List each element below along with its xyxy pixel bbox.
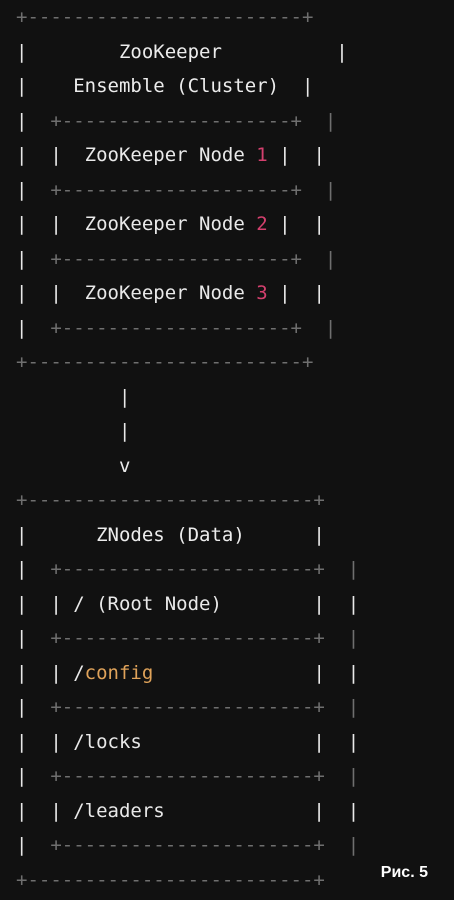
znode-border: | +----------------------+ | — [16, 696, 360, 718]
node-border: | +--------------------+ | — [16, 247, 337, 270]
znode-root: / (Root Node) — [73, 592, 222, 615]
ensemble-title-line2: Ensemble (Cluster) — [73, 75, 280, 97]
node-border: | +--------------------+ | — [16, 316, 337, 339]
znode-row-config: | | /config | | — [16, 661, 360, 684]
znode-config: config — [84, 661, 154, 684]
arrow-head: v — [118, 454, 131, 477]
node-number-2: 2 — [256, 213, 268, 235]
znode-border: | +----------------------+ | — [16, 765, 360, 787]
node-row-1: | | ZooKeeper Node 1 | | — [16, 144, 325, 166]
znodes-border-bottom: +-------------------------+ — [16, 868, 325, 891]
node-number-1: 1 — [256, 144, 268, 166]
znode-border: | +----------------------+ | — [16, 834, 360, 856]
node-border: | +--------------------+ | — [16, 178, 337, 201]
znode-row-locks: | | /locks | | — [16, 730, 360, 753]
node-label: ZooKeeper Node — [84, 144, 245, 166]
znode-border: | +----------------------+ | — [16, 558, 360, 580]
node-border: | +--------------------+ | — [16, 109, 337, 132]
znodes-title-row: | ZNodes (Data) | — [16, 523, 325, 546]
ensemble-border-bottom: +------------------------+ — [16, 351, 314, 373]
node-number-3: 3 — [256, 282, 268, 304]
znode-locks: /locks — [73, 730, 142, 753]
znode-row-root: | | / (Root Node) | | — [16, 592, 360, 615]
ensemble-border-top: +------------------------+ — [16, 6, 314, 28]
znode-border: | +----------------------+ | — [16, 627, 360, 649]
znode-leaders: /leaders — [73, 799, 165, 822]
znodes-border-top: +-------------------------+ — [16, 489, 325, 511]
znodes-title: ZNodes (Data) — [96, 523, 245, 546]
ensemble-title-row-1: | ZooKeeper | — [16, 40, 348, 63]
node-label: ZooKeeper Node — [84, 282, 245, 304]
node-label: ZooKeeper Node — [84, 213, 245, 235]
figure-caption: Рис. 5 — [380, 864, 428, 881]
arrow-pipe-1: | — [118, 385, 131, 408]
ensemble-title-row-2: | Ensemble (Cluster) | — [16, 75, 314, 97]
node-row-3: | | ZooKeeper Node 3 | | — [16, 282, 325, 304]
znode-config-prefix: / — [73, 661, 85, 684]
znode-row-leaders: | | /leaders | | — [16, 799, 360, 822]
ascii-diagram: +------------------------+ | ZooKeeper | |… — [16, 0, 359, 897]
arrow-pipe-2: | — [118, 420, 131, 442]
node-row-2: | | ZooKeeper Node 2 | | — [16, 213, 325, 235]
ensemble-title-line1: ZooKeeper — [118, 40, 222, 63]
